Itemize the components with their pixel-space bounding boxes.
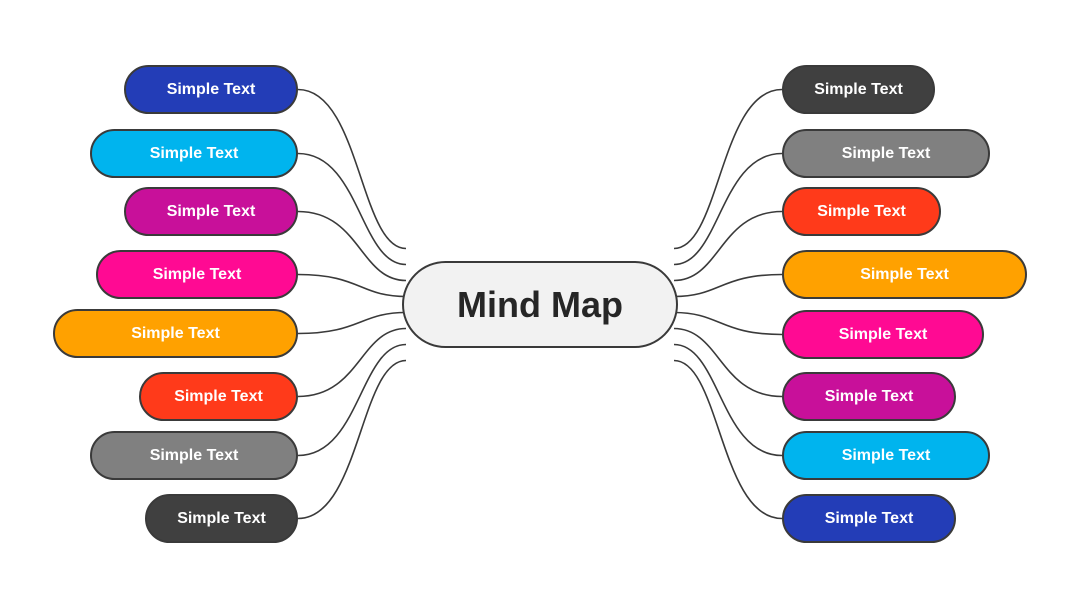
connector-line [297,88,407,250]
connector-line [297,359,407,520]
connector-line [297,343,407,457]
right-branch-node: Simple Text [782,372,956,421]
connector-line [673,88,783,250]
right-branch-node: Simple Text [782,129,990,178]
left-branch-node: Simple Text [124,65,298,114]
left-branch-node: Simple Text [145,494,298,543]
left-branch-node: Simple Text [139,372,298,421]
left-branch-node: Simple Text [124,187,298,236]
connector-line [297,311,407,335]
left-branch-node: Simple Text [90,431,298,480]
connector-line [673,273,783,298]
central-topic: Mind Map [402,261,678,348]
connector-line [673,327,783,398]
connector-line [673,343,783,457]
connector-line [673,152,783,266]
right-branch-node: Simple Text [782,310,984,359]
left-branch-node: Simple Text [90,129,298,178]
connector-line [673,311,783,336]
left-branch-node: Simple Text [53,309,298,358]
right-branch-node: Simple Text [782,250,1027,299]
connector-line [297,273,407,298]
connector-line [673,210,783,282]
connector-line [297,152,407,266]
right-branch-node: Simple Text [782,494,956,543]
left-branch-node: Simple Text [96,250,298,299]
connector-line [297,327,407,398]
right-branch-node: Simple Text [782,65,935,114]
connector-line [673,359,783,520]
connector-line [297,210,407,282]
right-branch-node: Simple Text [782,187,941,236]
right-branch-node: Simple Text [782,431,990,480]
